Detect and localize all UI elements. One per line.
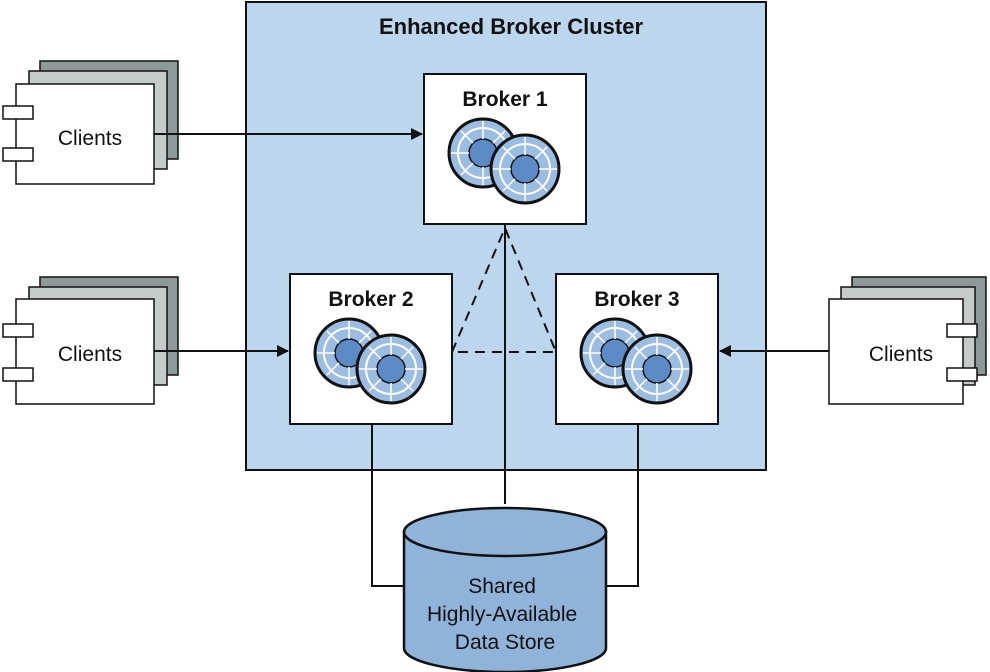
data-store-line-2: Highly-Available bbox=[427, 603, 577, 626]
data-store-line-1: Shared bbox=[468, 575, 536, 598]
database-cylinder-icon bbox=[402, 506, 608, 672]
broker-1-label: Broker 1 bbox=[462, 88, 548, 111]
component-stack-icon bbox=[2, 60, 179, 185]
data-store: Shared Highly-Available Data Store bbox=[402, 506, 608, 672]
broker-2-label: Broker 2 bbox=[328, 288, 413, 311]
data-store-label: Shared Highly-Available Data Store bbox=[427, 575, 583, 654]
clients-1-label: Clients bbox=[58, 127, 122, 150]
component-stack-icon bbox=[828, 276, 987, 405]
clients-3: Clients bbox=[828, 276, 987, 405]
clients-2-label: Clients bbox=[58, 343, 122, 366]
broker-disks-icon bbox=[313, 317, 427, 405]
cluster-title: Enhanced Broker Cluster bbox=[379, 14, 644, 39]
data-store-line-3: Data Store bbox=[455, 631, 555, 654]
clients-3-label: Clients bbox=[869, 343, 933, 366]
broker-disks-icon bbox=[447, 117, 561, 205]
broker-2: Broker 2 bbox=[289, 273, 453, 425]
clients-2: Clients bbox=[2, 276, 179, 405]
component-stack-icon bbox=[2, 276, 179, 405]
store-connections bbox=[371, 224, 639, 587]
client-arrows bbox=[154, 128, 829, 357]
broker-3-label: Broker 3 bbox=[594, 288, 679, 311]
broker-1: Broker 1 bbox=[423, 73, 587, 225]
clients-1: Clients bbox=[2, 60, 179, 185]
broker3-store-line bbox=[606, 424, 639, 587]
broker-disks-icon bbox=[579, 317, 693, 405]
broker-3: Broker 3 bbox=[555, 273, 719, 425]
broker2-store-line bbox=[371, 424, 408, 587]
